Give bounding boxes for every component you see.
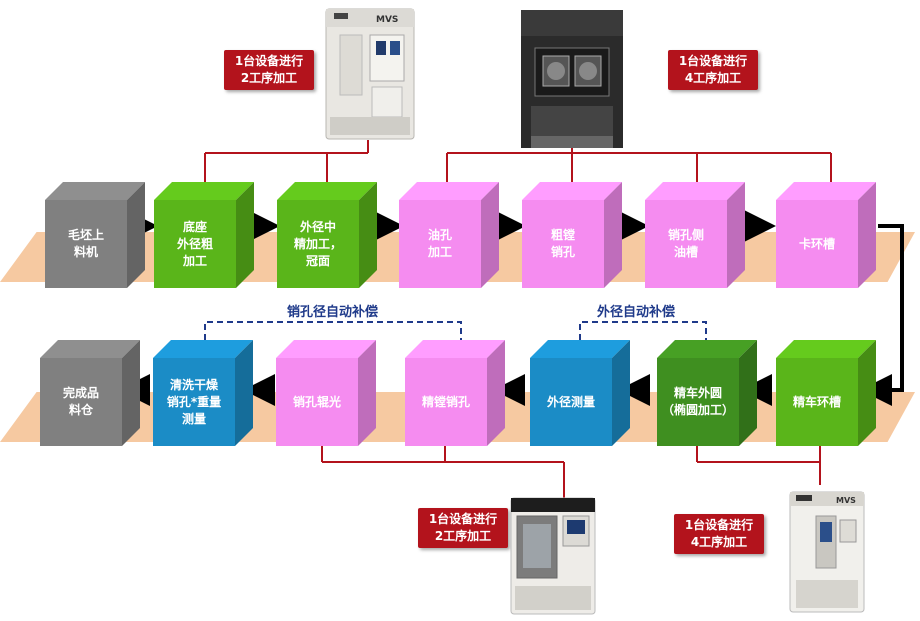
- machine-bracket-top-left: [204, 140, 369, 183]
- box-side-face: [235, 340, 253, 446]
- box-side-face: [359, 182, 377, 288]
- box-side-face: [487, 340, 505, 446]
- machine-tag-bottom-left: 1台设备进行 2工序加工: [418, 508, 508, 548]
- row1-process-box-1: 底座 外径粗 加工: [154, 182, 254, 288]
- machine-photo-top-left: MVS: [325, 8, 415, 140]
- machine-tag-bottom-right: 1台设备进行 4工序加工: [674, 514, 764, 554]
- box-top-face: [40, 340, 140, 358]
- box-top-face: [657, 340, 757, 358]
- process-box-label: 精车外圆 （椭圆加工）: [657, 358, 739, 446]
- turnaround-arrow: [860, 224, 904, 406]
- box-side-face: [612, 340, 630, 446]
- process-box-label: 油孔 加工: [399, 200, 481, 288]
- process-box-label: 外径中 精加工， 冠面: [277, 200, 359, 288]
- outer-dia-compensation-label: 外径自动补偿: [597, 305, 676, 320]
- process-box-label: 精镗销孔: [405, 358, 487, 446]
- process-box-label: 毛坯上 料机: [45, 200, 127, 288]
- box-top-face: [405, 340, 505, 358]
- pin-bore-feedback-line: [204, 321, 469, 358]
- row1-process-box-0: 毛坯上 料机: [45, 182, 145, 288]
- box-top-face: [276, 340, 376, 358]
- row2-process-box-4: 外径测量: [530, 340, 630, 446]
- box-side-face: [481, 182, 499, 288]
- box-side-face: [122, 340, 140, 446]
- machine-photo-interior: [521, 10, 623, 148]
- box-top-face: [153, 340, 253, 358]
- box-side-face: [604, 182, 622, 288]
- box-top-face: [776, 182, 876, 200]
- machine-tag-top-right: 1台设备进行 4工序加工: [668, 50, 758, 90]
- row2-process-box-1: 清洗干燥 销孔*重量 测量: [153, 340, 253, 446]
- machine-photo-bottom-right: MVS: [789, 491, 865, 613]
- box-side-face: [739, 340, 757, 446]
- box-side-face: [727, 182, 745, 288]
- box-side-face: [236, 182, 254, 288]
- box-top-face: [399, 182, 499, 200]
- process-box-label: 完成品 料仓: [40, 358, 122, 446]
- process-box-label: 清洗干燥 销孔*重量 测量: [153, 358, 235, 446]
- svg-text:MVS: MVS: [836, 496, 856, 505]
- row2-process-box-2: 销孔辊光: [276, 340, 376, 446]
- machine-bracket-top-right: [446, 148, 832, 183]
- box-side-face: [858, 340, 876, 446]
- row2-process-box-6: 精车环槽: [776, 340, 876, 446]
- box-top-face: [154, 182, 254, 200]
- box-side-face: [127, 182, 145, 288]
- row1-process-box-3: 油孔 加工: [399, 182, 499, 288]
- row2-process-box-5: 精车外圆 （椭圆加工）: [657, 340, 757, 446]
- machine-tag-top-left: 1台设备进行 2工序加工: [224, 50, 314, 90]
- box-top-face: [277, 182, 377, 200]
- process-box-label: 销孔侧 油槽: [645, 200, 727, 288]
- row2-process-box-0: 完成品 料仓: [40, 340, 140, 446]
- pin-bore-compensation-label: 销孔径自动补偿: [287, 305, 379, 320]
- box-side-face: [358, 340, 376, 446]
- process-box-label: 卡环槽: [776, 200, 858, 288]
- box-top-face: [530, 340, 630, 358]
- row2-process-box-3: 精镗销孔: [405, 340, 505, 446]
- process-box-label: 底座 外径粗 加工: [154, 200, 236, 288]
- process-box-label: 粗镗 销孔: [522, 200, 604, 288]
- process-box-label: 销孔辊光: [276, 358, 358, 446]
- row1-process-box-5: 销孔侧 油槽: [645, 182, 745, 288]
- svg-text:MVS: MVS: [376, 15, 398, 25]
- row1-process-box-2: 外径中 精加工， 冠面: [277, 182, 377, 288]
- row1-process-box-6: 卡环槽: [776, 182, 876, 288]
- box-top-face: [645, 182, 745, 200]
- box-side-face: [858, 182, 876, 288]
- box-top-face: [776, 340, 876, 358]
- machine-photo-bottom-left: [510, 497, 596, 615]
- process-box-label: 外径测量: [530, 358, 612, 446]
- outer-dia-feedback-line: [579, 321, 714, 358]
- box-top-face: [45, 182, 145, 200]
- row1-process-box-4: 粗镗 销孔: [522, 182, 622, 288]
- process-box-label: 精车环槽: [776, 358, 858, 446]
- box-top-face: [522, 182, 622, 200]
